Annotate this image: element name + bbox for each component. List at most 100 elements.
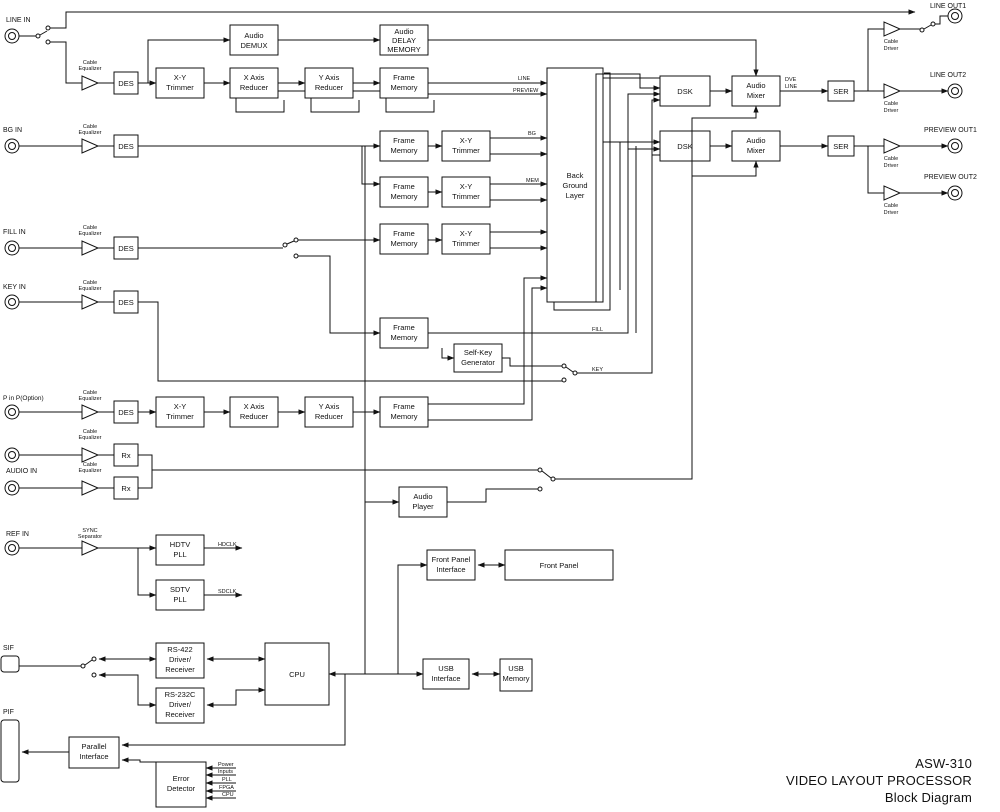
product-name: VIDEO LAYOUT PROCESSOR xyxy=(786,773,972,788)
svg-text:CPU: CPU xyxy=(289,670,305,679)
ser-preview: SER xyxy=(827,135,855,157)
svg-text:Trimmer: Trimmer xyxy=(452,192,480,201)
svg-text:Power: Power xyxy=(218,762,234,768)
hdtv-pll: HDTV PLL xyxy=(155,534,205,566)
svg-text:Audio: Audio xyxy=(394,27,413,36)
svg-text:Memory: Memory xyxy=(390,412,417,421)
svg-text:Player: Player xyxy=(412,502,434,511)
svg-text:Mixer: Mixer xyxy=(747,146,766,155)
svg-text:X Axis: X Axis xyxy=(244,402,265,411)
svg-text:Interface: Interface xyxy=(431,674,460,683)
preview-out2-jack: PREVIEW OUT2 xyxy=(924,174,977,201)
svg-text:DVE: DVE xyxy=(785,77,797,83)
ser-line: SER xyxy=(827,80,855,102)
cable-equalizer-audio-2: Cable Equalizer xyxy=(79,462,102,496)
svg-text:Trimmer: Trimmer xyxy=(452,239,480,248)
background-layer: Back Ground Layer xyxy=(546,67,611,311)
ref-in-jack: REF IN xyxy=(4,531,29,556)
xy-trimmer-fill: X-Y Trimmer xyxy=(441,223,491,255)
svg-text:Interface: Interface xyxy=(436,565,465,574)
rx-2: Rx xyxy=(113,476,139,500)
svg-text:Frame: Frame xyxy=(393,323,415,332)
svg-text:X-Y: X-Y xyxy=(460,182,473,191)
audio-switch xyxy=(537,467,556,492)
svg-text:LINE OUT2: LINE OUT2 xyxy=(930,72,966,79)
pinp-in-jack: P in P(Option) xyxy=(3,395,44,420)
svg-text:FPGA: FPGA xyxy=(219,785,234,791)
svg-text:Cable: Cable xyxy=(884,39,898,45)
svg-text:Cable: Cable xyxy=(83,280,97,286)
svg-text:RS-422: RS-422 xyxy=(167,645,192,654)
svg-text:MEMORY: MEMORY xyxy=(387,45,421,54)
svg-text:Frame: Frame xyxy=(393,182,415,191)
svg-text:Frame: Frame xyxy=(393,402,415,411)
bg-in-jack: BG IN xyxy=(3,127,22,154)
svg-text:Reducer: Reducer xyxy=(240,412,269,421)
svg-text:DES: DES xyxy=(118,298,133,307)
svg-text:Equalizer: Equalizer xyxy=(79,286,102,292)
frame-memory-pinp: Frame Memory xyxy=(379,396,429,428)
audio-delay-memory: Audio DELAY MEMORY xyxy=(379,24,429,56)
svg-text:Y Axis: Y Axis xyxy=(319,402,340,411)
rs422-driver-receiver: RS-422 Driver/ Receiver xyxy=(155,642,205,679)
cable-equalizer-audio-1: Cable Equalizer xyxy=(79,429,102,463)
preview-out1-jack: PREVIEW OUT1 xyxy=(924,127,977,154)
model-number: ASW-310 xyxy=(915,756,972,771)
svg-text:Interface: Interface xyxy=(79,752,108,761)
svg-text:Detector: Detector xyxy=(167,784,196,793)
line-in-switch xyxy=(35,25,51,45)
svg-text:X Axis: X Axis xyxy=(244,73,265,82)
xy-trimmer-mem: X-Y Trimmer xyxy=(441,176,491,208)
cable-driver-preview-out1: Cable Driver xyxy=(883,138,902,169)
svg-text:Memory: Memory xyxy=(390,239,417,248)
svg-text:Cable: Cable xyxy=(884,101,898,107)
svg-text:Receiver: Receiver xyxy=(165,665,195,674)
svg-text:USB: USB xyxy=(508,664,523,673)
front-panel: Front Panel xyxy=(504,549,614,581)
frame-memory-fill: Frame Memory xyxy=(379,223,429,255)
svg-text:Equalizer: Equalizer xyxy=(79,231,102,237)
svg-text:Self-Key: Self-Key xyxy=(464,348,493,357)
svg-text:SER: SER xyxy=(833,87,849,96)
svg-text:Driver: Driver xyxy=(884,163,899,169)
svg-text:P in P(Option): P in P(Option) xyxy=(3,395,44,402)
des-key: DES xyxy=(113,290,139,314)
sif-connector: SIF xyxy=(0,645,20,673)
svg-text:LINE: LINE xyxy=(518,76,531,82)
signal-wires xyxy=(19,9,949,801)
svg-text:Receiver: Receiver xyxy=(165,710,195,719)
svg-text:RS-232C: RS-232C xyxy=(165,690,196,699)
svg-text:Audio: Audio xyxy=(746,136,765,145)
xy-trimmer-bg: X-Y Trimmer xyxy=(441,130,491,162)
svg-text:Audio: Audio xyxy=(244,31,263,40)
frame-memory-mem: Frame Memory xyxy=(379,176,429,208)
svg-text:DES: DES xyxy=(118,142,133,151)
rs232c-driver-receiver: RS-232C Driver/ Receiver xyxy=(155,687,205,724)
pif-connector: PIF xyxy=(0,709,20,783)
line-out1-jack: LINE OUT1 xyxy=(930,3,966,24)
svg-text:Equalizer: Equalizer xyxy=(79,130,102,136)
svg-text:X-Y: X-Y xyxy=(174,402,187,411)
svg-text:Cable: Cable xyxy=(83,225,97,231)
x-axis-reducer-line: X Axis Reducer xyxy=(229,67,285,113)
svg-text:FILL IN: FILL IN xyxy=(3,229,26,236)
cable-equalizer-key: Cable Equalizer xyxy=(79,280,102,310)
svg-text:Reducer: Reducer xyxy=(315,412,344,421)
svg-text:Rx: Rx xyxy=(121,451,130,460)
svg-text:DEMUX: DEMUX xyxy=(240,41,267,50)
svg-text:Back: Back xyxy=(567,171,584,180)
sif-switch xyxy=(80,656,97,678)
key-in-jack: KEY IN xyxy=(3,284,26,310)
des-line: DES xyxy=(113,71,139,95)
svg-text:SER: SER xyxy=(833,142,849,151)
svg-text:HDCLK: HDCLK xyxy=(218,542,237,548)
svg-text:BG: BG xyxy=(528,131,536,137)
frame-memory-line: Frame Memory xyxy=(379,67,435,113)
svg-text:REF IN: REF IN xyxy=(6,531,29,538)
svg-text:DSK: DSK xyxy=(677,87,692,96)
svg-text:AUDIO IN: AUDIO IN xyxy=(6,468,37,475)
svg-text:SDCLK: SDCLK xyxy=(218,589,237,595)
error-detector: Error Detector xyxy=(155,761,207,808)
svg-text:Cable: Cable xyxy=(83,124,97,130)
svg-text:Memory: Memory xyxy=(390,83,417,92)
